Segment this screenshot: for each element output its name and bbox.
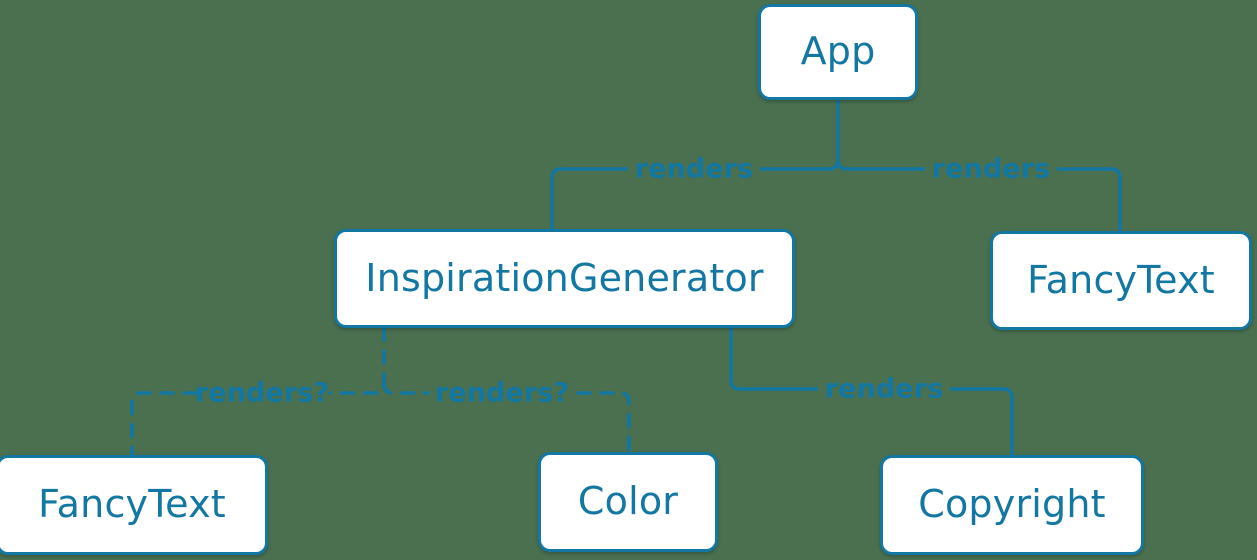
edge-label-app-to-fancytext-top: renders [931, 153, 1051, 185]
edge-inspiration-generator-to-copyright [729, 328, 1014, 455]
node-color[interactable]: Color [538, 452, 718, 552]
edge-label-inspiration-generator-to-fancytext-bottom: renders? [194, 377, 330, 409]
node-app[interactable]: App [758, 4, 918, 100]
node-color-label: Color [577, 479, 679, 523]
edge-label-inspiration-generator-to-color: renders? [434, 377, 570, 409]
edge-label-app-to-inspiration-generator: renders [634, 153, 754, 185]
edge-inspiration-generator-to-color [382, 382, 631, 454]
node-fancytext-top-label: FancyText [1027, 257, 1215, 302]
node-inspiration-generator-label: InspirationGenerator [365, 255, 764, 300]
node-fancytext-top[interactable]: FancyText [990, 231, 1252, 330]
edge-app-to-fancytext-top [836, 159, 1122, 231]
node-inspiration-generator[interactable]: InspirationGenerator [334, 229, 795, 328]
node-app-label: App [800, 29, 876, 73]
edge-label-inspiration-generator-to-copyright: renders [824, 373, 944, 405]
node-copyright[interactable]: Copyright [880, 455, 1144, 555]
node-fancytext-bottom[interactable]: FancyText [0, 455, 268, 555]
node-copyright-label: Copyright [918, 482, 1106, 526]
node-fancytext-bottom-label: FancyText [38, 482, 226, 526]
